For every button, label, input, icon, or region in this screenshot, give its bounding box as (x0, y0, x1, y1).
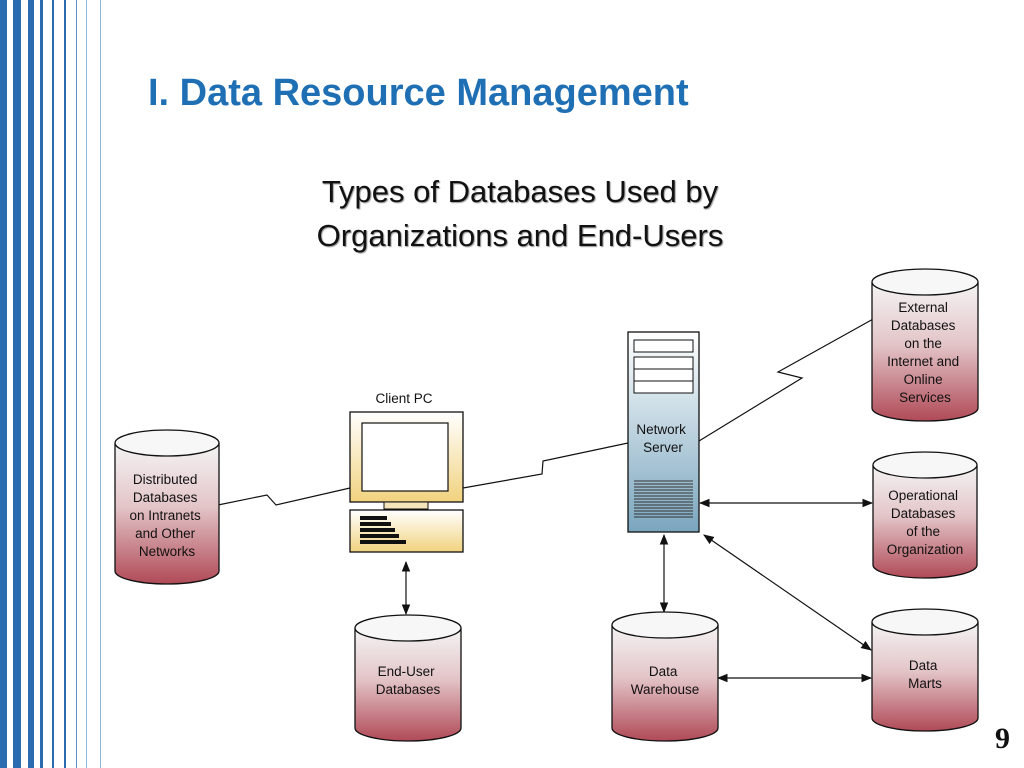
db-label-line: and Other (135, 526, 196, 541)
page-number: 9 (995, 722, 1010, 755)
operational-database: Operational Databases of the Organizatio… (872, 451, 978, 579)
db-label-line: External (898, 300, 948, 315)
svg-text:External Databases: External Databases on the Internet and O… (887, 300, 963, 405)
stripe (28, 0, 34, 768)
db-label-line: Data (909, 658, 938, 673)
stripe (52, 0, 54, 768)
db-label-line: of the (906, 524, 940, 539)
svg-text:Network Server: Network Server (636, 422, 689, 455)
db-label-line: on Intranets (129, 508, 201, 523)
stripe (86, 0, 87, 768)
db-label-line: Operational (888, 488, 958, 503)
stripe (0, 0, 7, 768)
link-server-to-external (698, 317, 876, 442)
db-label-line: Marts (908, 676, 942, 691)
db-label-line: Networks (139, 544, 196, 559)
db-label-line: Organization (887, 542, 964, 557)
stripe (76, 0, 77, 768)
stripe (13, 0, 21, 768)
client-pc-label: Client PC (375, 391, 432, 406)
svg-text:Operational Databases: Operational Databases of the Organizatio… (887, 488, 964, 557)
end-user-database: End-User Databases (354, 614, 462, 742)
db-label-line: on the (904, 336, 942, 351)
db-label-line: Online (904, 372, 943, 387)
db-label-line: Databases (376, 682, 441, 697)
external-database: External Databases on the Internet and O… (871, 268, 979, 422)
stripe (100, 0, 101, 768)
subtitle-line: Organizations and End-Users (316, 218, 724, 253)
link-pc-to-server (462, 442, 629, 489)
distributed-database: Distributed Databases on Intranets and O… (114, 429, 220, 585)
data-warehouse: Data Warehouse (611, 611, 719, 742)
db-label-line: End-User (378, 664, 436, 679)
db-label-line: Services (899, 390, 951, 405)
keyboard-keys (360, 516, 406, 544)
diagram-subtitle: Types of Databases Used by Organizations… (200, 170, 840, 258)
stripe (64, 0, 66, 768)
server-label-line: Network (636, 422, 686, 437)
db-label-line: Databases (133, 490, 198, 505)
stripe (40, 0, 43, 768)
arrow-server-marts (703, 534, 872, 651)
svg-text:Data Marts: Data Marts (908, 658, 942, 691)
db-label-line: Databases (891, 506, 956, 521)
data-marts: Data Marts (871, 608, 979, 732)
pc-screen (361, 422, 449, 492)
svg-text:Distributed Databases: Distributed Databases on Intranets and O… (129, 472, 204, 559)
server-label-line: Server (643, 440, 683, 455)
db-label-line: Warehouse (631, 682, 700, 697)
svg-text:Data Warehouse: Data Warehouse (631, 664, 700, 697)
page-title: I. Data Resource Management (148, 72, 689, 114)
link-distributed-to-pc (217, 487, 351, 506)
subtitle-line: Types of Databases Used by (321, 174, 719, 209)
db-label-line: Internet and (887, 354, 959, 369)
db-label-line: Distributed (133, 472, 198, 487)
db-label-line: Databases (891, 318, 956, 333)
connections (217, 317, 876, 683)
server-vents (634, 480, 693, 518)
db-label-line: Data (649, 664, 678, 679)
client-pc: Client PC (349, 391, 464, 553)
svg-text:End-User Databases: End-User Databases (376, 664, 441, 697)
network-server: Network Server (627, 331, 700, 533)
